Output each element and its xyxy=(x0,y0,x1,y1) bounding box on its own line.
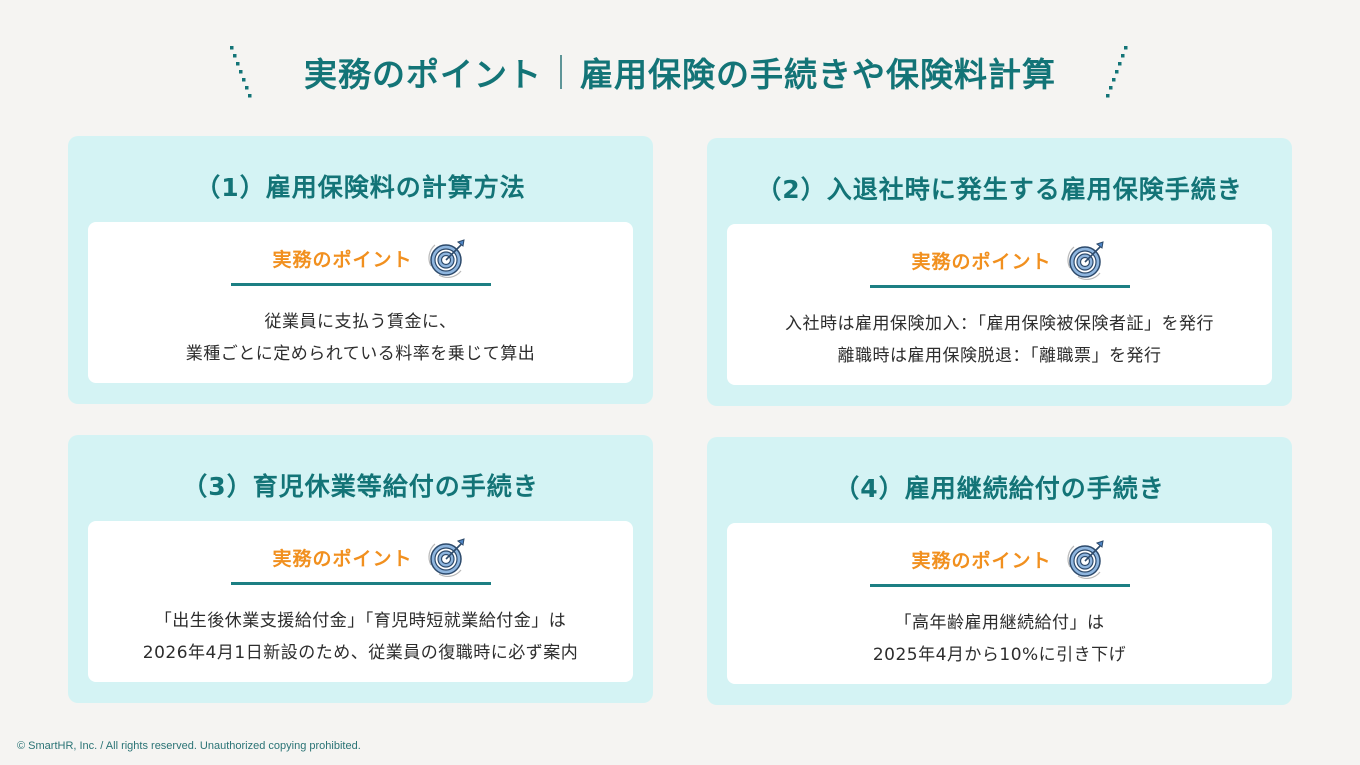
point-heading: 実務のポイント xyxy=(88,535,633,579)
point-label: 実務のポイント xyxy=(911,250,1052,273)
point-body: 「高年齢雇用継続給付」は 2025年4月から10%に引き下げ xyxy=(727,607,1272,671)
title-separator xyxy=(560,55,562,89)
page-header: 実務のポイント 雇用保険の手続きや保険料計算 xyxy=(0,44,1360,100)
target-icon xyxy=(425,236,469,280)
point-divider xyxy=(869,584,1130,587)
point-label: 実務のポイント xyxy=(272,547,413,570)
point-label: 実務のポイント xyxy=(911,549,1052,572)
point-box: 実務のポイント 「高年齢雇用継続給付」は xyxy=(727,523,1272,684)
point-body-line: 離職時は雇用保険脱退：「離職票」を発行 xyxy=(837,346,1162,366)
decorative-dots-right-icon xyxy=(1100,44,1130,100)
point-box: 実務のポイント 従業員に支払う賃金に、 xyxy=(88,222,633,383)
point-body-line: 従業員に支払う賃金に、 xyxy=(264,312,457,332)
point-box: 実務のポイント 入社時は雇用保険加入：「雇用保険被保険 xyxy=(727,224,1272,385)
card-title: （2）入退社時に発生する雇用保険手続き xyxy=(756,175,1243,204)
copyright-footer: © SmartHR, Inc. / All rights reserved. U… xyxy=(17,740,361,752)
page-title-left: 実務のポイント xyxy=(304,55,542,94)
point-heading: 実務のポイント xyxy=(727,537,1272,581)
point-heading: 実務のポイント xyxy=(88,236,633,280)
point-body: 入社時は雇用保険加入：「雇用保険被保険者証」を発行 離職時は雇用保険脱退：「離職… xyxy=(727,308,1272,372)
point-divider xyxy=(230,283,491,286)
target-icon xyxy=(1064,238,1108,282)
point-body-line: 「出生後休業支援給付金」「育児時短就業給付金」は xyxy=(154,611,567,631)
point-body-line: 2026年4月1日新設のため、従業員の復職時に必ず案内 xyxy=(142,643,579,663)
page-title: 実務のポイント 雇用保険の手続きや保険料計算 xyxy=(304,48,1056,96)
point-body-line: 業種ごとに定められている料率を乗じて算出 xyxy=(185,344,536,364)
point-body-line: 2025年4月から10%に引き下げ xyxy=(872,645,1127,665)
card-title: （4）雇用継続給付の手続き xyxy=(834,474,1165,503)
decorative-dots-left-icon xyxy=(228,44,258,100)
point-heading: 実務のポイント xyxy=(727,238,1272,282)
point-body-line: 「高年齢雇用継続給付」は xyxy=(894,613,1105,633)
point-divider xyxy=(869,285,1130,288)
point-body: 従業員に支払う賃金に、 業種ごとに定められている料率を乗じて算出 xyxy=(88,306,633,370)
point-body: 「出生後休業支援給付金」「育児時短就業給付金」は 2026年4月1日新設のため、… xyxy=(88,605,633,669)
point-box: 実務のポイント 「出生後休業支援給付金」「育児時短就業 xyxy=(88,521,633,682)
point-body-line: 入社時は雇用保険加入：「雇用保険被保険者証」を発行 xyxy=(785,314,1214,334)
card-title: （1）雇用保険料の計算方法 xyxy=(195,173,526,202)
page-title-right: 雇用保険の手続きや保険料計算 xyxy=(580,55,1056,94)
card-hiring-leaving-procedures: （2）入退社時に発生する雇用保険手続き 実務のポイント xyxy=(707,138,1292,406)
target-icon xyxy=(425,535,469,579)
point-divider xyxy=(230,582,491,585)
card-insurance-premium-calculation: （1）雇用保険料の計算方法 実務のポイント xyxy=(68,136,653,404)
card-childcare-leave-benefits: （3）育児休業等給付の手続き 実務のポイント xyxy=(68,435,653,703)
card-title: （3）育児休業等給付の手続き xyxy=(182,472,539,501)
target-icon xyxy=(1064,537,1108,581)
point-label: 実務のポイント xyxy=(272,248,413,271)
card-employment-continuation-benefits: （4）雇用継続給付の手続き 実務のポイント xyxy=(707,437,1292,705)
